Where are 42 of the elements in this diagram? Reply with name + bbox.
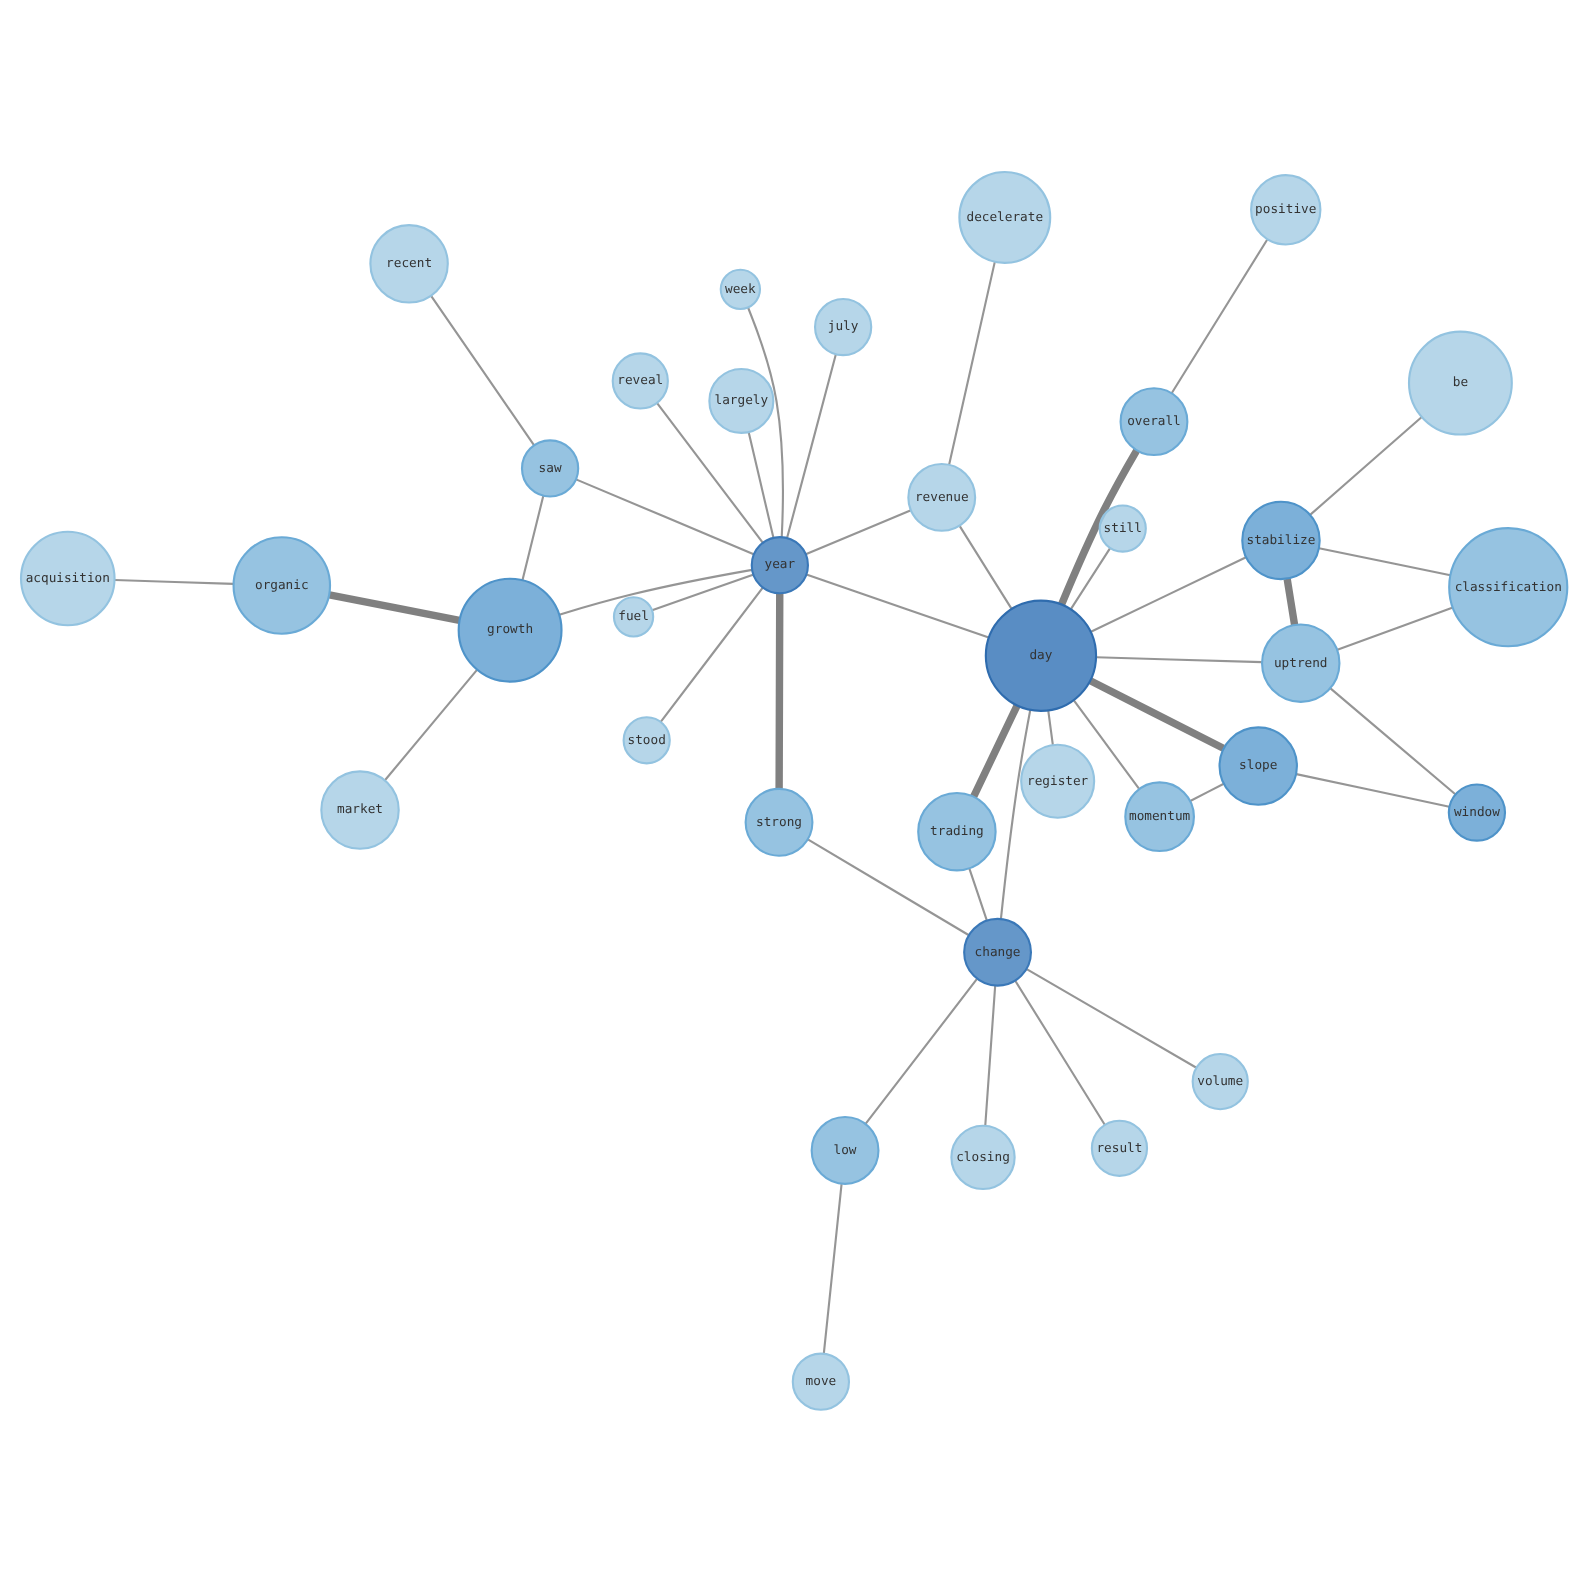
connector: [1014, 979, 1106, 1125]
connector: [1170, 238, 1269, 393]
connector: [806, 572, 990, 638]
connector: [775, 592, 784, 788]
connector: [822, 1182, 843, 1353]
connector: [958, 524, 1013, 609]
connector: [1070, 546, 1111, 609]
connector: [521, 494, 545, 580]
connector: [575, 477, 755, 555]
connector: [1072, 698, 1140, 789]
connector: [1058, 447, 1140, 605]
connector: [1047, 709, 1054, 745]
connector: [1283, 577, 1299, 625]
connector: [114, 578, 234, 584]
connector: [1309, 415, 1423, 515]
connector: [747, 430, 775, 537]
connector: [984, 984, 997, 1126]
connector: [1090, 555, 1247, 632]
connector: [864, 977, 978, 1124]
connector: [384, 668, 478, 780]
connector: [1189, 781, 1225, 801]
connector: [970, 703, 1021, 798]
connector: [1337, 605, 1454, 650]
connector: [651, 572, 754, 611]
connector: [807, 837, 970, 935]
connector: [968, 867, 988, 920]
connector: [805, 508, 912, 555]
connector: [1026, 967, 1197, 1068]
connector: [747, 306, 784, 537]
connector: [1329, 686, 1456, 795]
connector: [1096, 655, 1262, 663]
connector: [328, 590, 461, 623]
connector: [430, 294, 535, 445]
connector: [1318, 546, 1451, 576]
connector: [948, 260, 996, 464]
connector: [559, 567, 753, 615]
connector: [786, 353, 837, 538]
connector: [999, 708, 1032, 918]
connector: [1088, 676, 1225, 751]
connector: [656, 401, 764, 543]
connector: [660, 586, 764, 722]
connector: [1296, 772, 1450, 807]
